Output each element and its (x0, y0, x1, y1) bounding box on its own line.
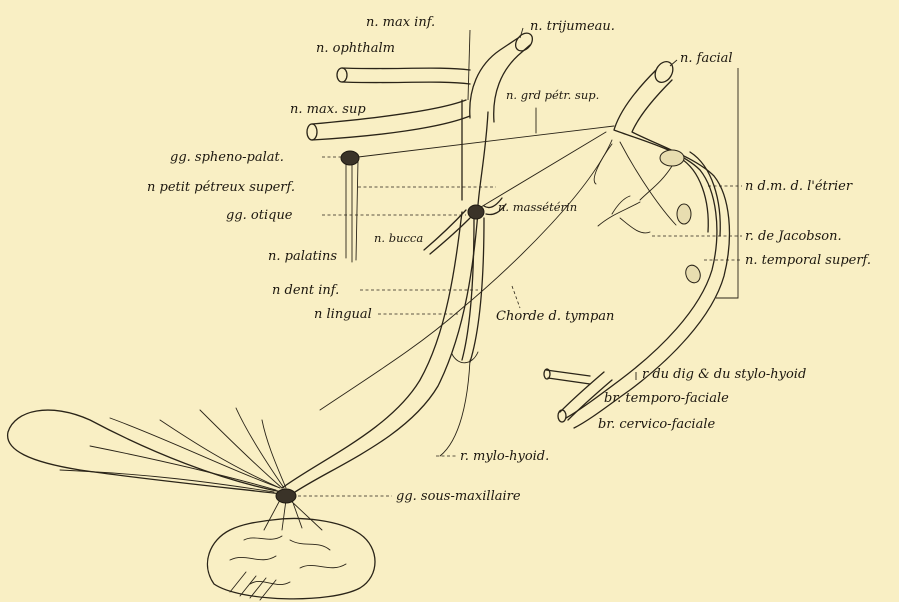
label-facial: n. facial (680, 51, 733, 66)
label-dent-inf: n dent inf. (272, 283, 339, 298)
label-max-sup: n. max. sup (290, 102, 366, 117)
label-buccal: n. bucca (374, 231, 423, 245)
tongue-branches (8, 408, 286, 494)
label-palatins: n. palatins (268, 249, 337, 264)
buccal-nerve (424, 210, 470, 254)
mandibular-nerve (462, 100, 488, 205)
temporo-facial-branch (546, 370, 590, 384)
label-petit-petreux: n petit pétreux superf. (147, 180, 295, 195)
label-mylo-hyoid: r. mylo-hyoid. (460, 449, 549, 464)
label-ophthalm: n. ophthalm (316, 41, 395, 56)
label-temporal-superf: n. temporal superf. (745, 253, 871, 268)
tongue-outline (8, 410, 282, 494)
spheno-palatine-ganglion (341, 151, 359, 165)
label-dig-stylo: r du dig & du stylo-hyoid (642, 367, 806, 382)
mylo-hyoid-nerve (440, 360, 470, 456)
label-masseterin: n. massétérin (498, 200, 577, 214)
label-jacobson: r. de Jacobson. (745, 229, 842, 244)
palatine-nerves (346, 160, 358, 262)
label-cervico-faciale: br. cervico-faciale (598, 417, 715, 432)
label-spheno-palat: gg. spheno-palat. (170, 150, 284, 165)
otic-ganglion (468, 205, 484, 219)
ophthalmic-nerve (342, 68, 470, 84)
petrosal-line (350, 126, 614, 158)
label-otique: gg. otique (226, 208, 293, 223)
submaxillary-ganglion (276, 489, 296, 503)
label-sous-maxillaire: gg. sous-maxillaire (396, 489, 521, 504)
label-max-inf: n. max inf. (366, 15, 435, 30)
label-trijumeau: n. trijumeau. (530, 19, 615, 34)
labels: n. max inf. n. trijumeau. n. ophthalm n.… (147, 15, 871, 504)
petit-petreux-line (476, 132, 606, 210)
label-grd-petr-sup: n. grd pétr. sup. (506, 88, 599, 102)
label-chorde: Chorde d. tympan (496, 309, 614, 324)
submaxillary-gland (207, 500, 375, 600)
chorda-tympani (320, 140, 612, 410)
label-etrier: n d.m. d. l'étrier (745, 179, 853, 194)
label-temporo-faciale: br. temporo-faciale (604, 391, 729, 406)
label-lingual: n lingual (314, 307, 372, 322)
